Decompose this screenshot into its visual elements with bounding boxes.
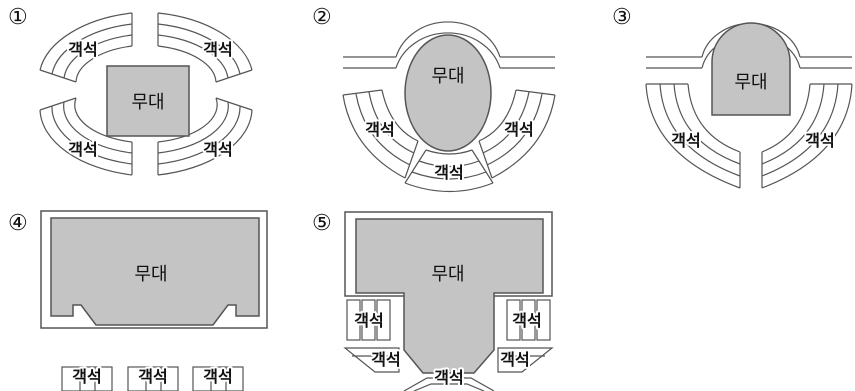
diagram-1-seat-label-top-left: 객석 <box>68 40 97 59</box>
diagram-1: ① 무대 <box>8 5 253 176</box>
diagram-4-seating <box>61 366 244 391</box>
diagram-5-seating-left <box>343 299 400 373</box>
diagram-2-seating-bottom <box>404 149 494 193</box>
diagram-5: ⑤ 무대 객석 객석 객석 객석 객석 <box>312 211 554 391</box>
diagram-1-seating-top-right <box>157 12 253 83</box>
diagram-3-seating-right <box>761 83 853 189</box>
diagram-5-seat-label-bottom: 객석 <box>434 368 463 387</box>
diagram-5-seat-label-right: 객석 <box>512 311 541 330</box>
diagram-2-seating-right <box>478 89 556 179</box>
diagram-1-stage <box>106 65 190 137</box>
diagram-4-number: ④ <box>8 211 28 236</box>
diagram-2-stage <box>404 34 492 152</box>
diagram-4-seat-label-right: 객석 <box>203 367 232 386</box>
diagram-3-seat-label-left: 객석 <box>671 131 700 150</box>
diagram-4-seat-label-left: 객석 <box>72 367 101 386</box>
diagram-4-stage <box>50 217 260 326</box>
diagram-5-stage <box>355 218 544 374</box>
diagram-1-seat-label-bottom-left: 객석 <box>68 140 97 159</box>
diagram-5-number: ⑤ <box>312 211 332 236</box>
diagram-2-number: ② <box>312 5 332 30</box>
diagram-4-seat-label-center: 객석 <box>138 367 167 386</box>
diagram-1-seat-label-bottom-right: 객석 <box>203 140 232 159</box>
diagram-1-seat-label-top-right: 객석 <box>203 40 232 59</box>
diagram-1-seating-bottom-right <box>157 97 253 176</box>
diagram-2-stage-label: 무대 <box>431 66 464 87</box>
diagram-5-seating-right <box>497 299 554 373</box>
diagram-2-seat-label-bottom: 객석 <box>434 163 463 182</box>
diagram-2: ② 무대 <box>312 5 556 193</box>
diagram-2-seat-label-right: 객석 <box>504 120 533 139</box>
diagram-3: ③ 무대 객석 객석 <box>612 5 853 189</box>
diagram-5-stage-label: 무대 <box>431 264 464 285</box>
diagram-5-seating-bottom <box>403 377 495 391</box>
diagram-4: ④ 무대 객석 객석 객석 <box>8 210 268 391</box>
diagram-5-seat-label-lower-right: 객석 <box>500 350 529 369</box>
diagram-1-stage-label: 무대 <box>131 92 164 113</box>
diagram-3-seat-label-right: 객석 <box>805 131 834 150</box>
diagram-2-walls <box>343 21 555 69</box>
diagram-3-number: ③ <box>612 5 632 30</box>
diagram-1-number: ① <box>8 5 28 30</box>
diagram-3-seating-left <box>645 83 741 189</box>
diagram-5-seat-label-left: 객석 <box>354 311 383 330</box>
diagram-3-stage <box>711 22 791 116</box>
diagram-4-stage-label: 무대 <box>134 264 167 285</box>
diagram-1-seating-bottom-left <box>39 97 133 176</box>
diagram-2-seat-label-left: 객석 <box>365 120 394 139</box>
diagram-5-seat-label-lower-left: 객석 <box>371 350 400 369</box>
diagram-1-seating-top-left <box>39 12 133 83</box>
diagram-2-seating-left <box>342 89 419 179</box>
diagram-3-stage-label: 무대 <box>734 72 767 93</box>
